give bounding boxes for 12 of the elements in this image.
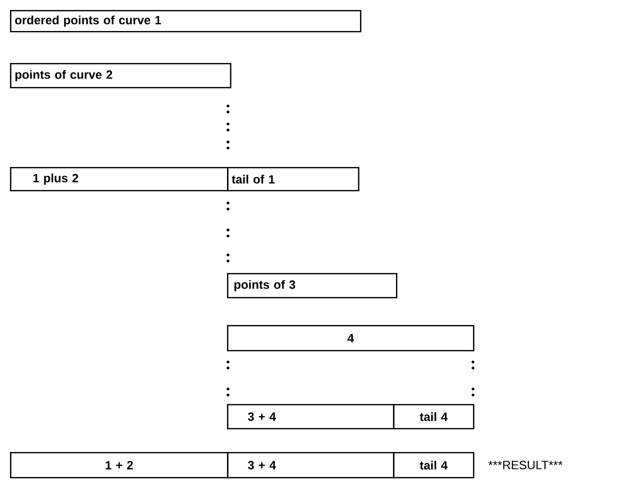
text-box: tail 4 [393, 452, 474, 478]
text-box: tail 4 [393, 404, 474, 430]
text-box: 3 + 4 [227, 404, 394, 430]
text-box: points of 3 [227, 273, 398, 298]
text-box: 4 [227, 325, 474, 352]
text-box: points of curve 2 [10, 63, 232, 88]
text-box: 3 + 4 [227, 452, 394, 478]
text-box: 1 + 2 [10, 452, 228, 478]
text-box: ordered points of curve 1 [10, 10, 362, 32]
result-label: ***RESULT*** [488, 460, 562, 470]
text-box: tail of 1 [227, 167, 360, 192]
text-box: 1 plus 2 [10, 167, 228, 192]
